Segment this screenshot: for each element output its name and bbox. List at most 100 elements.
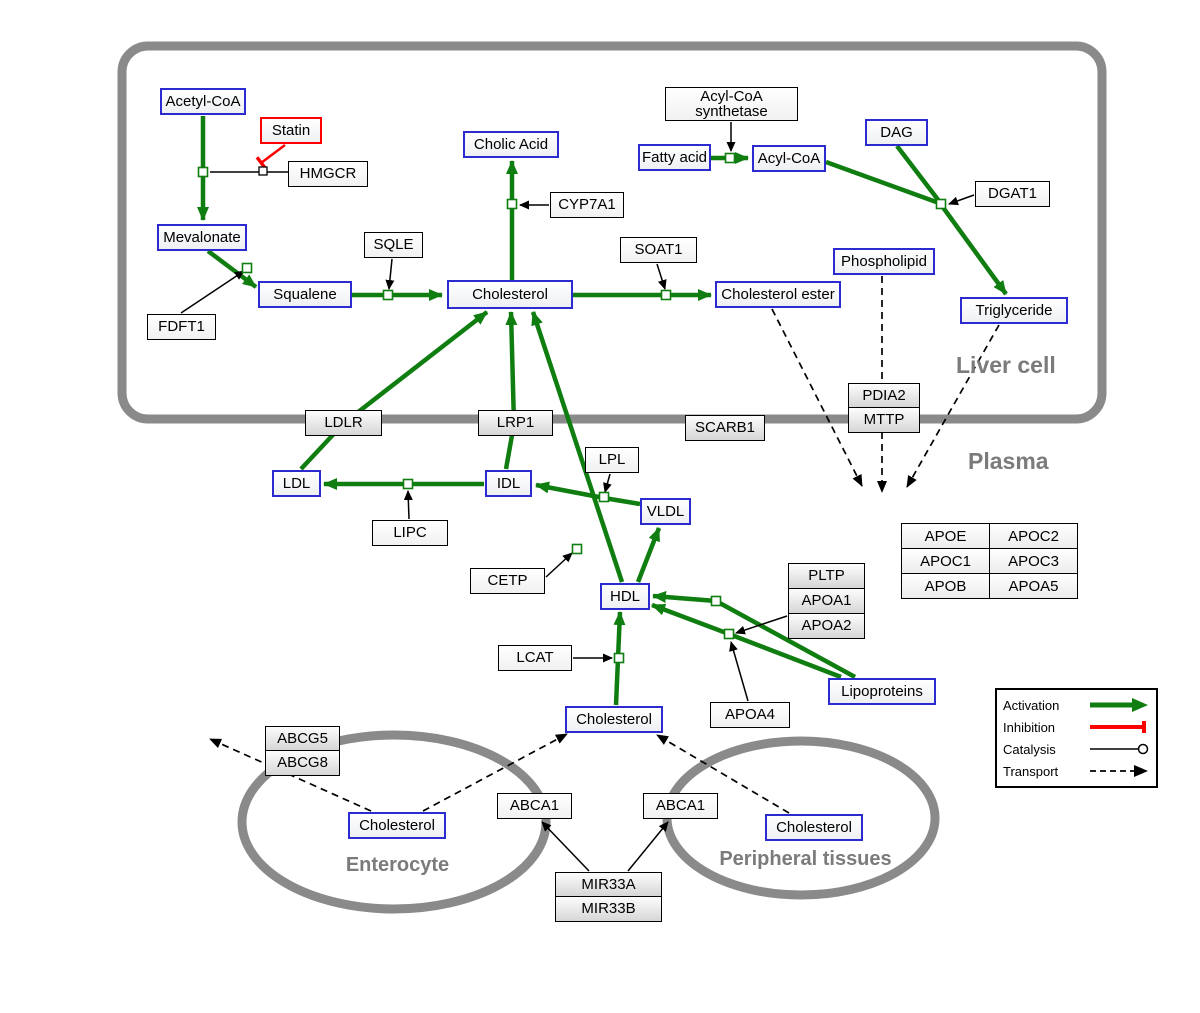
edge-dag-to-junction <box>895 144 941 203</box>
edge-lpl-catalysis <box>603 473 612 493</box>
node-fatty-acid[interactable]: Fatty acid <box>638 144 711 171</box>
node-scarb1[interactable]: SCARB1 <box>685 415 765 441</box>
legend-row-inhibition: Inhibition <box>1003 717 1150 737</box>
node-hmgcr[interactable]: HMGCR <box>288 161 368 187</box>
node-fdft1[interactable]: FDFT1 <box>147 314 216 340</box>
edge-mevalonate-to-squalene <box>206 249 258 289</box>
node-mir33a[interactable]: MIR33A <box>555 872 662 897</box>
node-mttp[interactable]: MTTP <box>848 407 920 433</box>
node-dag[interactable]: DAG <box>865 119 928 146</box>
legend-activation-label: Activation <box>1003 697 1060 713</box>
reaction-node <box>710 595 722 607</box>
edge-mir33-to-abca1-enterocyte <box>541 821 590 872</box>
node-lipc[interactable]: LIPC <box>372 520 448 546</box>
reaction-node <box>613 652 625 664</box>
edge-hdl-to-vldl <box>635 527 662 583</box>
node-ldl[interactable]: LDL <box>272 470 321 497</box>
node-cetp[interactable]: CETP <box>470 568 545 594</box>
node-abca1-peripheral[interactable]: ABCA1 <box>643 793 718 819</box>
reaction-node <box>571 543 583 555</box>
reaction-node <box>724 152 736 164</box>
edge-peripheral-abca1-efflux <box>656 734 790 814</box>
edge-idl-via-lrp1-to-cholesterol <box>503 311 518 470</box>
apo-cell-apoe[interactable]: APOE <box>902 524 989 548</box>
edge-ldl-via-ldlr-to-cholesterol <box>299 310 489 471</box>
node-pltp[interactable]: PLTP <box>788 563 865 589</box>
edge-sqle-catalysis <box>385 258 395 290</box>
node-sqle[interactable]: SQLE <box>364 232 423 258</box>
node-abcg8[interactable]: ABCG8 <box>265 750 340 776</box>
activation-arrow-glyph <box>1090 698 1148 712</box>
apo-cell-apob[interactable]: APOB <box>902 574 989 598</box>
edge-triglyceride-secretion <box>906 324 1000 488</box>
node-cholesterol-peripheral[interactable]: Cholesterol <box>765 814 863 841</box>
node-cyp7a1[interactable]: CYP7A1 <box>550 192 624 218</box>
edge-dgat1-catalysis <box>948 194 975 206</box>
edge-soat1-catalysis <box>656 263 667 290</box>
node-soat1[interactable]: SOAT1 <box>620 237 697 263</box>
node-mir33b[interactable]: MIR33B <box>555 896 662 922</box>
edge-lipc-catalysis <box>403 490 413 520</box>
node-cholesterol-enterocyte[interactable]: Cholesterol <box>348 812 446 839</box>
edge-apoa4-catalysis <box>729 641 749 702</box>
apo-cell-apoc2[interactable]: APOC2 <box>990 524 1077 548</box>
node-lrp1[interactable]: LRP1 <box>478 410 553 436</box>
node-abca1-enterocyte[interactable]: ABCA1 <box>497 793 572 819</box>
node-acyl-coa-synthetase[interactable]: Acyl-CoA synthetase <box>665 87 798 121</box>
node-phospholipid[interactable]: Phospholipid <box>833 248 935 275</box>
inhibition-tee-glyph <box>1090 721 1146 733</box>
node-cholesterol-liver[interactable]: Cholesterol <box>447 280 573 309</box>
legend-inhibition-label: Inhibition <box>1003 719 1056 735</box>
edge-statin-inhibits-hmgcr <box>255 144 286 170</box>
node-squalene[interactable]: Squalene <box>258 281 352 308</box>
edge-enterocyte-abca1-efflux <box>422 733 568 812</box>
legend-row-transport: Transport <box>1003 761 1150 781</box>
transport-dashed-arrow-glyph <box>1090 765 1148 777</box>
reaction-node <box>506 198 518 210</box>
edge-junction-to-triglyceride <box>940 204 1008 296</box>
edge-mir33-to-abca1-peripheral <box>627 821 669 872</box>
edge-cholesterolester-secretion <box>771 308 863 487</box>
node-acyl-coa[interactable]: Acyl-CoA <box>752 145 826 172</box>
node-lpl[interactable]: LPL <box>585 447 639 473</box>
apo-cell-apoa5[interactable]: APOA5 <box>990 574 1077 598</box>
node-abcg5[interactable]: ABCG5 <box>265 726 340 751</box>
node-dgat1[interactable]: DGAT1 <box>975 181 1050 207</box>
reaction-node <box>660 289 672 301</box>
reaction-node <box>241 262 253 274</box>
node-lipoproteins[interactable]: Lipoproteins <box>828 678 936 705</box>
edge-acylcoa-to-junction <box>825 159 940 206</box>
node-apoa4[interactable]: APOA4 <box>710 702 790 728</box>
node-cholesterol-plasma[interactable]: Cholesterol <box>565 706 663 733</box>
node-triglyceride[interactable]: Triglyceride <box>960 297 1068 324</box>
apolipoprotein-table: APOE APOC2 APOC1 APOC3 APOB APOA5 <box>901 523 1078 599</box>
node-vldl[interactable]: VLDL <box>640 498 691 525</box>
node-ldlr[interactable]: LDLR <box>305 410 382 436</box>
legend-catalysis-label: Catalysis <box>1003 741 1056 757</box>
node-acetyl-coa[interactable]: Acetyl-CoA <box>160 88 246 115</box>
liver-cell-membrane <box>117 41 1107 424</box>
node-cholesterol-ester[interactable]: Cholesterol ester <box>715 281 841 308</box>
catalysis-anchor <box>258 166 268 176</box>
node-lcat[interactable]: LCAT <box>498 645 572 671</box>
reaction-node <box>598 491 610 503</box>
edge-vldl-via-lpl-to-idl <box>535 481 641 507</box>
legend-row-activation: Activation <box>1003 695 1150 715</box>
apo-cell-apoc1[interactable]: APOC1 <box>902 549 989 573</box>
reaction-node <box>723 628 735 640</box>
node-idl[interactable]: IDL <box>485 470 532 497</box>
reaction-node <box>402 478 414 490</box>
node-cholic-acid[interactable]: Cholic Acid <box>463 131 559 158</box>
apo-cell-apoc3[interactable]: APOC3 <box>990 549 1077 573</box>
node-mevalonate[interactable]: Mevalonate <box>157 224 247 251</box>
node-apoa2[interactable]: APOA2 <box>788 613 865 639</box>
edge-fdft1-catalysis <box>180 270 245 314</box>
reaction-node <box>197 166 209 178</box>
node-hdl[interactable]: HDL <box>600 583 650 610</box>
node-apoa1[interactable]: APOA1 <box>788 588 865 614</box>
node-statin[interactable]: Statin <box>260 117 322 144</box>
legend: Activation Inhibition Catalysis Transpor… <box>995 688 1158 788</box>
node-pdia2[interactable]: PDIA2 <box>848 383 920 408</box>
